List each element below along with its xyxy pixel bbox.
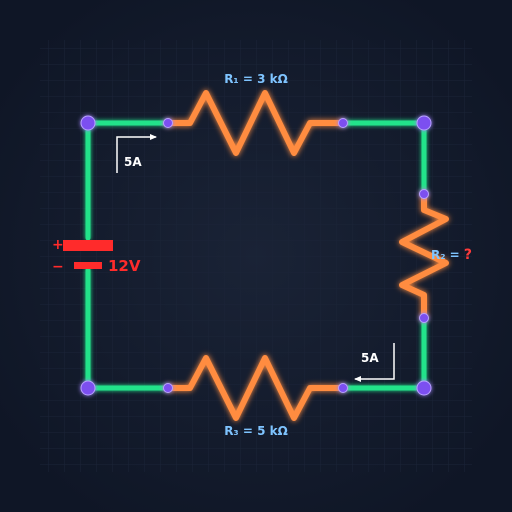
battery-positive-plate — [63, 240, 113, 251]
current-label-top: 5A — [124, 155, 142, 169]
r2-label: R₂ = ? — [431, 247, 472, 263]
resistor-r2 — [399, 191, 449, 321]
junction-node-r2-bottom — [419, 313, 429, 323]
r2-label-unknown: ? — [464, 247, 472, 263]
wires — [85, 120, 427, 391]
battery-plus-sign: + — [52, 237, 64, 253]
current-arrow-bottom-line — [354, 343, 395, 382]
junction-node-r2-top — [419, 189, 429, 199]
resistor-r3 — [165, 355, 346, 421]
resistor-r1 — [165, 90, 346, 156]
junction-node-r1-right — [338, 118, 348, 128]
r3-label: R₃ = 5 kΩ — [224, 424, 288, 438]
battery-voltage-label: 12V — [108, 257, 141, 275]
battery-negative-plate — [74, 262, 102, 269]
corner-node-bottom-right — [416, 380, 432, 396]
resistors — [165, 90, 449, 421]
junction-node-r3-left — [163, 383, 173, 393]
battery-minus-sign: − — [52, 259, 64, 275]
current-arrow-top-line — [116, 134, 157, 173]
corner-node-top-right — [416, 115, 432, 131]
current-arrow-bottom: 5A — [354, 343, 395, 382]
junction-node-r3-right — [338, 383, 348, 393]
r1-label: R₁ = 3 kΩ — [224, 72, 288, 86]
battery: + − 12V — [52, 237, 141, 275]
corner-node-bottom-left — [80, 380, 96, 396]
r2-label-prefix: R₂ = — [431, 248, 460, 262]
junction-node-r1-left — [163, 118, 173, 128]
current-label-bottom: 5A — [361, 351, 379, 365]
nodes — [80, 115, 432, 396]
current-arrow-top: 5A — [116, 134, 157, 173]
corner-node-top-left — [80, 115, 96, 131]
